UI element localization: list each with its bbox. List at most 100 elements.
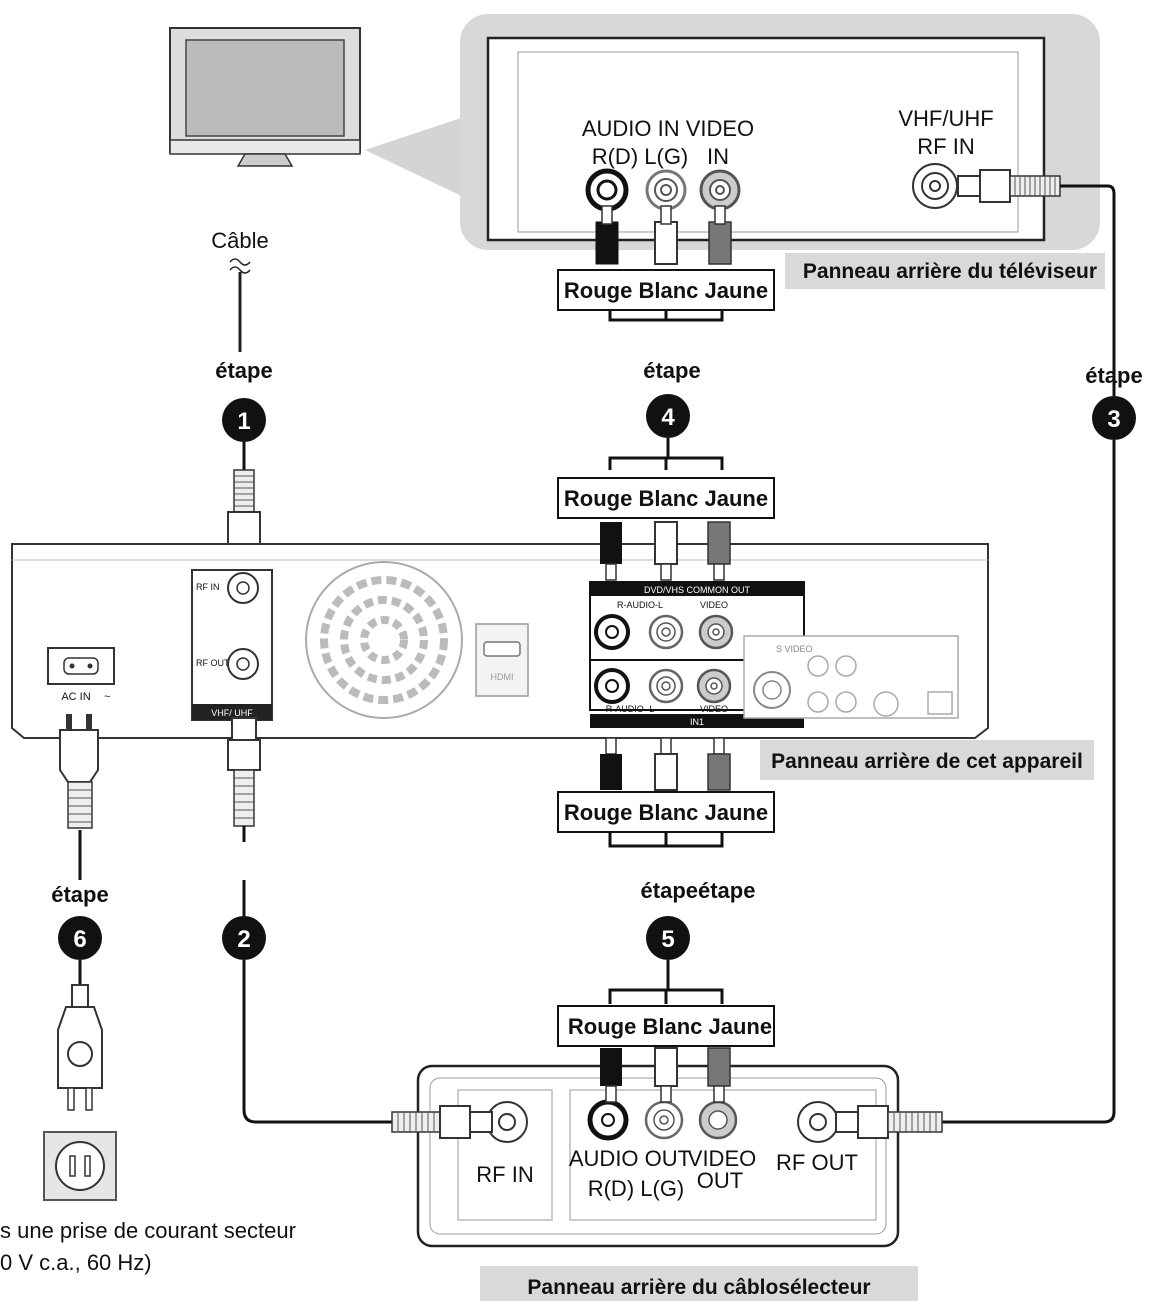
svg-text:1: 1	[237, 408, 250, 435]
step-badge-4: 4	[646, 394, 690, 438]
rbj-label-1: Rouge Blanc Jaune	[564, 278, 768, 303]
in1-r-jack	[594, 668, 630, 704]
cablebox-audio-out-label: AUDIO OUT	[569, 1146, 691, 1171]
tv-video-jack	[699, 169, 741, 211]
tv-audio-in-video-label: AUDIO IN VIDEO	[582, 116, 754, 141]
tv-panel-caption-bg	[785, 253, 1105, 289]
rbj-label-4: Rouge Blanc Jaune	[568, 1014, 772, 1039]
rbj-label-box-4	[557, 1005, 775, 1047]
s-video-jack	[753, 671, 791, 709]
in1-video-jack	[696, 668, 732, 704]
outlet-text-line1: s une prise de courant secteur	[0, 1218, 296, 1243]
tv-rf-in-label: RF IN	[917, 134, 974, 159]
device-back-panel: AC IN ~ VHF/ UHF RF IN RF OUT HDMI DVD/V…	[11, 543, 989, 739]
rbj-cable-4	[608, 988, 724, 1004]
rf-plug-step-2	[227, 717, 261, 842]
common-out-video-jack	[698, 614, 734, 650]
cablebox-rf-in-jack	[486, 1101, 528, 1143]
device-panel-caption-bg	[760, 740, 1094, 780]
rbj-label-box-3	[557, 791, 775, 833]
device-rf-out-jack	[227, 648, 259, 680]
tv-audio-r-jack	[585, 168, 629, 212]
cablebox-out-label: OUT	[697, 1168, 743, 1193]
rca-plugs-cablebox	[600, 1047, 731, 1103]
svg-text:5: 5	[661, 926, 674, 953]
cablebox-rf-out-jack	[797, 1101, 839, 1143]
power-plug-device	[59, 714, 99, 829]
cable-label: Câble	[211, 228, 268, 253]
cablebox-video-label: VIDEO	[688, 1146, 756, 1171]
cablebox-rf-out-label: RF OUT	[776, 1150, 858, 1175]
tv-video-in-label: IN	[707, 144, 729, 169]
cable-step-2	[242, 880, 392, 1124]
tv-back-panel: AUDIO IN VIDEO R(D) L(G) IN VHF/UHF RF I…	[460, 14, 1100, 250]
cablebox-panel-caption: Panneau arrière du câblosélecteur	[527, 1276, 870, 1299]
rbj-cable-2	[608, 456, 724, 470]
device-rf-in-jack	[227, 572, 259, 604]
rbj-label-box-1	[557, 269, 775, 311]
rca-plugs-below-device	[600, 737, 731, 791]
ac-tilde-icon: ~	[104, 691, 110, 703]
step-badge-2: 2	[222, 916, 266, 960]
step-badge-3: 3	[1092, 396, 1136, 440]
cable-step-3-upper	[1060, 184, 1116, 396]
device-rf-in-label: RF IN	[196, 582, 220, 592]
common-out-l-jack	[648, 614, 684, 650]
tv-rf-in-jack	[912, 163, 958, 209]
step-label-6: étape	[51, 882, 108, 907]
rbj-label-3: Rouge Blanc Jaune	[564, 800, 768, 825]
device-vhf-uhf-label: VHF/ UHF	[211, 708, 253, 718]
hdmi-label: HDMI	[491, 672, 514, 682]
tv-vhf-uhf-label: VHF/UHF	[898, 106, 993, 131]
cablebox-rf-out-plug	[835, 1105, 943, 1139]
rbj-cable-3	[608, 832, 724, 848]
in1-video-label: VIDEO	[700, 704, 728, 714]
ac-in-label: AC IN	[61, 691, 90, 703]
device-panel-caption: Panneau arrière de cet appareil	[771, 750, 1083, 773]
svg-text:3: 3	[1107, 406, 1120, 433]
rbj-label-box-2	[557, 477, 775, 519]
common-out-r-jack	[594, 614, 630, 650]
wall-outlet-icon	[43, 1131, 117, 1201]
outlet-text-line2: 0 V c.a., 60 Hz)	[0, 1250, 152, 1275]
cablebox-back-panel: RF IN AUDIO OUT R(D) L(G) VIDEO OUT RF O…	[416, 1064, 900, 1248]
cablebox-audio-l-jack	[644, 1100, 684, 1140]
in1-audio-label: R-AUDIO -L	[606, 704, 655, 714]
wall-power-plug	[57, 984, 103, 1111]
step-label-1: étape	[215, 358, 272, 383]
rca-plugs-step-4	[600, 521, 731, 581]
in1-l-jack	[648, 668, 684, 704]
step-label-5: étapeétape	[641, 878, 756, 903]
cable-break-icon	[229, 258, 251, 274]
tv-rd-lg-label: R(D) L(G)	[592, 144, 689, 169]
cable-step-3-lower	[942, 440, 1116, 1124]
step-badge-1: 1	[222, 398, 266, 442]
svg-text:2: 2	[237, 926, 250, 953]
s-video-label: S VIDEO	[776, 644, 813, 654]
tv-rf-plug	[957, 169, 1061, 203]
hdmi-port: HDMI	[475, 623, 529, 697]
common-out-audio-label: R-AUDIO-L	[617, 600, 663, 610]
svg-text:4: 4	[661, 404, 675, 431]
common-out-video-label: VIDEO	[700, 600, 728, 610]
device-rf-out-label: RF OUT	[196, 658, 230, 668]
rbj-cable-1	[608, 310, 724, 322]
cablebox-caption-bg	[480, 1266, 918, 1301]
step-badge-5: 5	[646, 916, 690, 960]
cablebox-audio-r-jack	[587, 1099, 629, 1141]
common-out-label: DVD/VHS COMMON OUT	[644, 585, 751, 595]
svg-text:6: 6	[73, 926, 86, 953]
step-badge-6: 6	[58, 916, 102, 960]
cablebox-rf-in-plug	[391, 1105, 493, 1139]
tv-panel-caption: Panneau arrière du téléviseur	[803, 260, 1097, 283]
tv-rca-plugs	[595, 205, 732, 265]
tv-icon	[169, 27, 361, 167]
cablebox-video-jack	[698, 1100, 738, 1140]
cablebox-rf-in-label: RF IN	[476, 1162, 533, 1187]
fan-grill	[305, 561, 463, 719]
cablebox-rd-lg-label: R(D) L(G)	[588, 1176, 685, 1201]
step-label-4: étape	[643, 358, 700, 383]
callout-wedge	[365, 115, 470, 200]
tv-audio-l-jack	[645, 169, 687, 211]
